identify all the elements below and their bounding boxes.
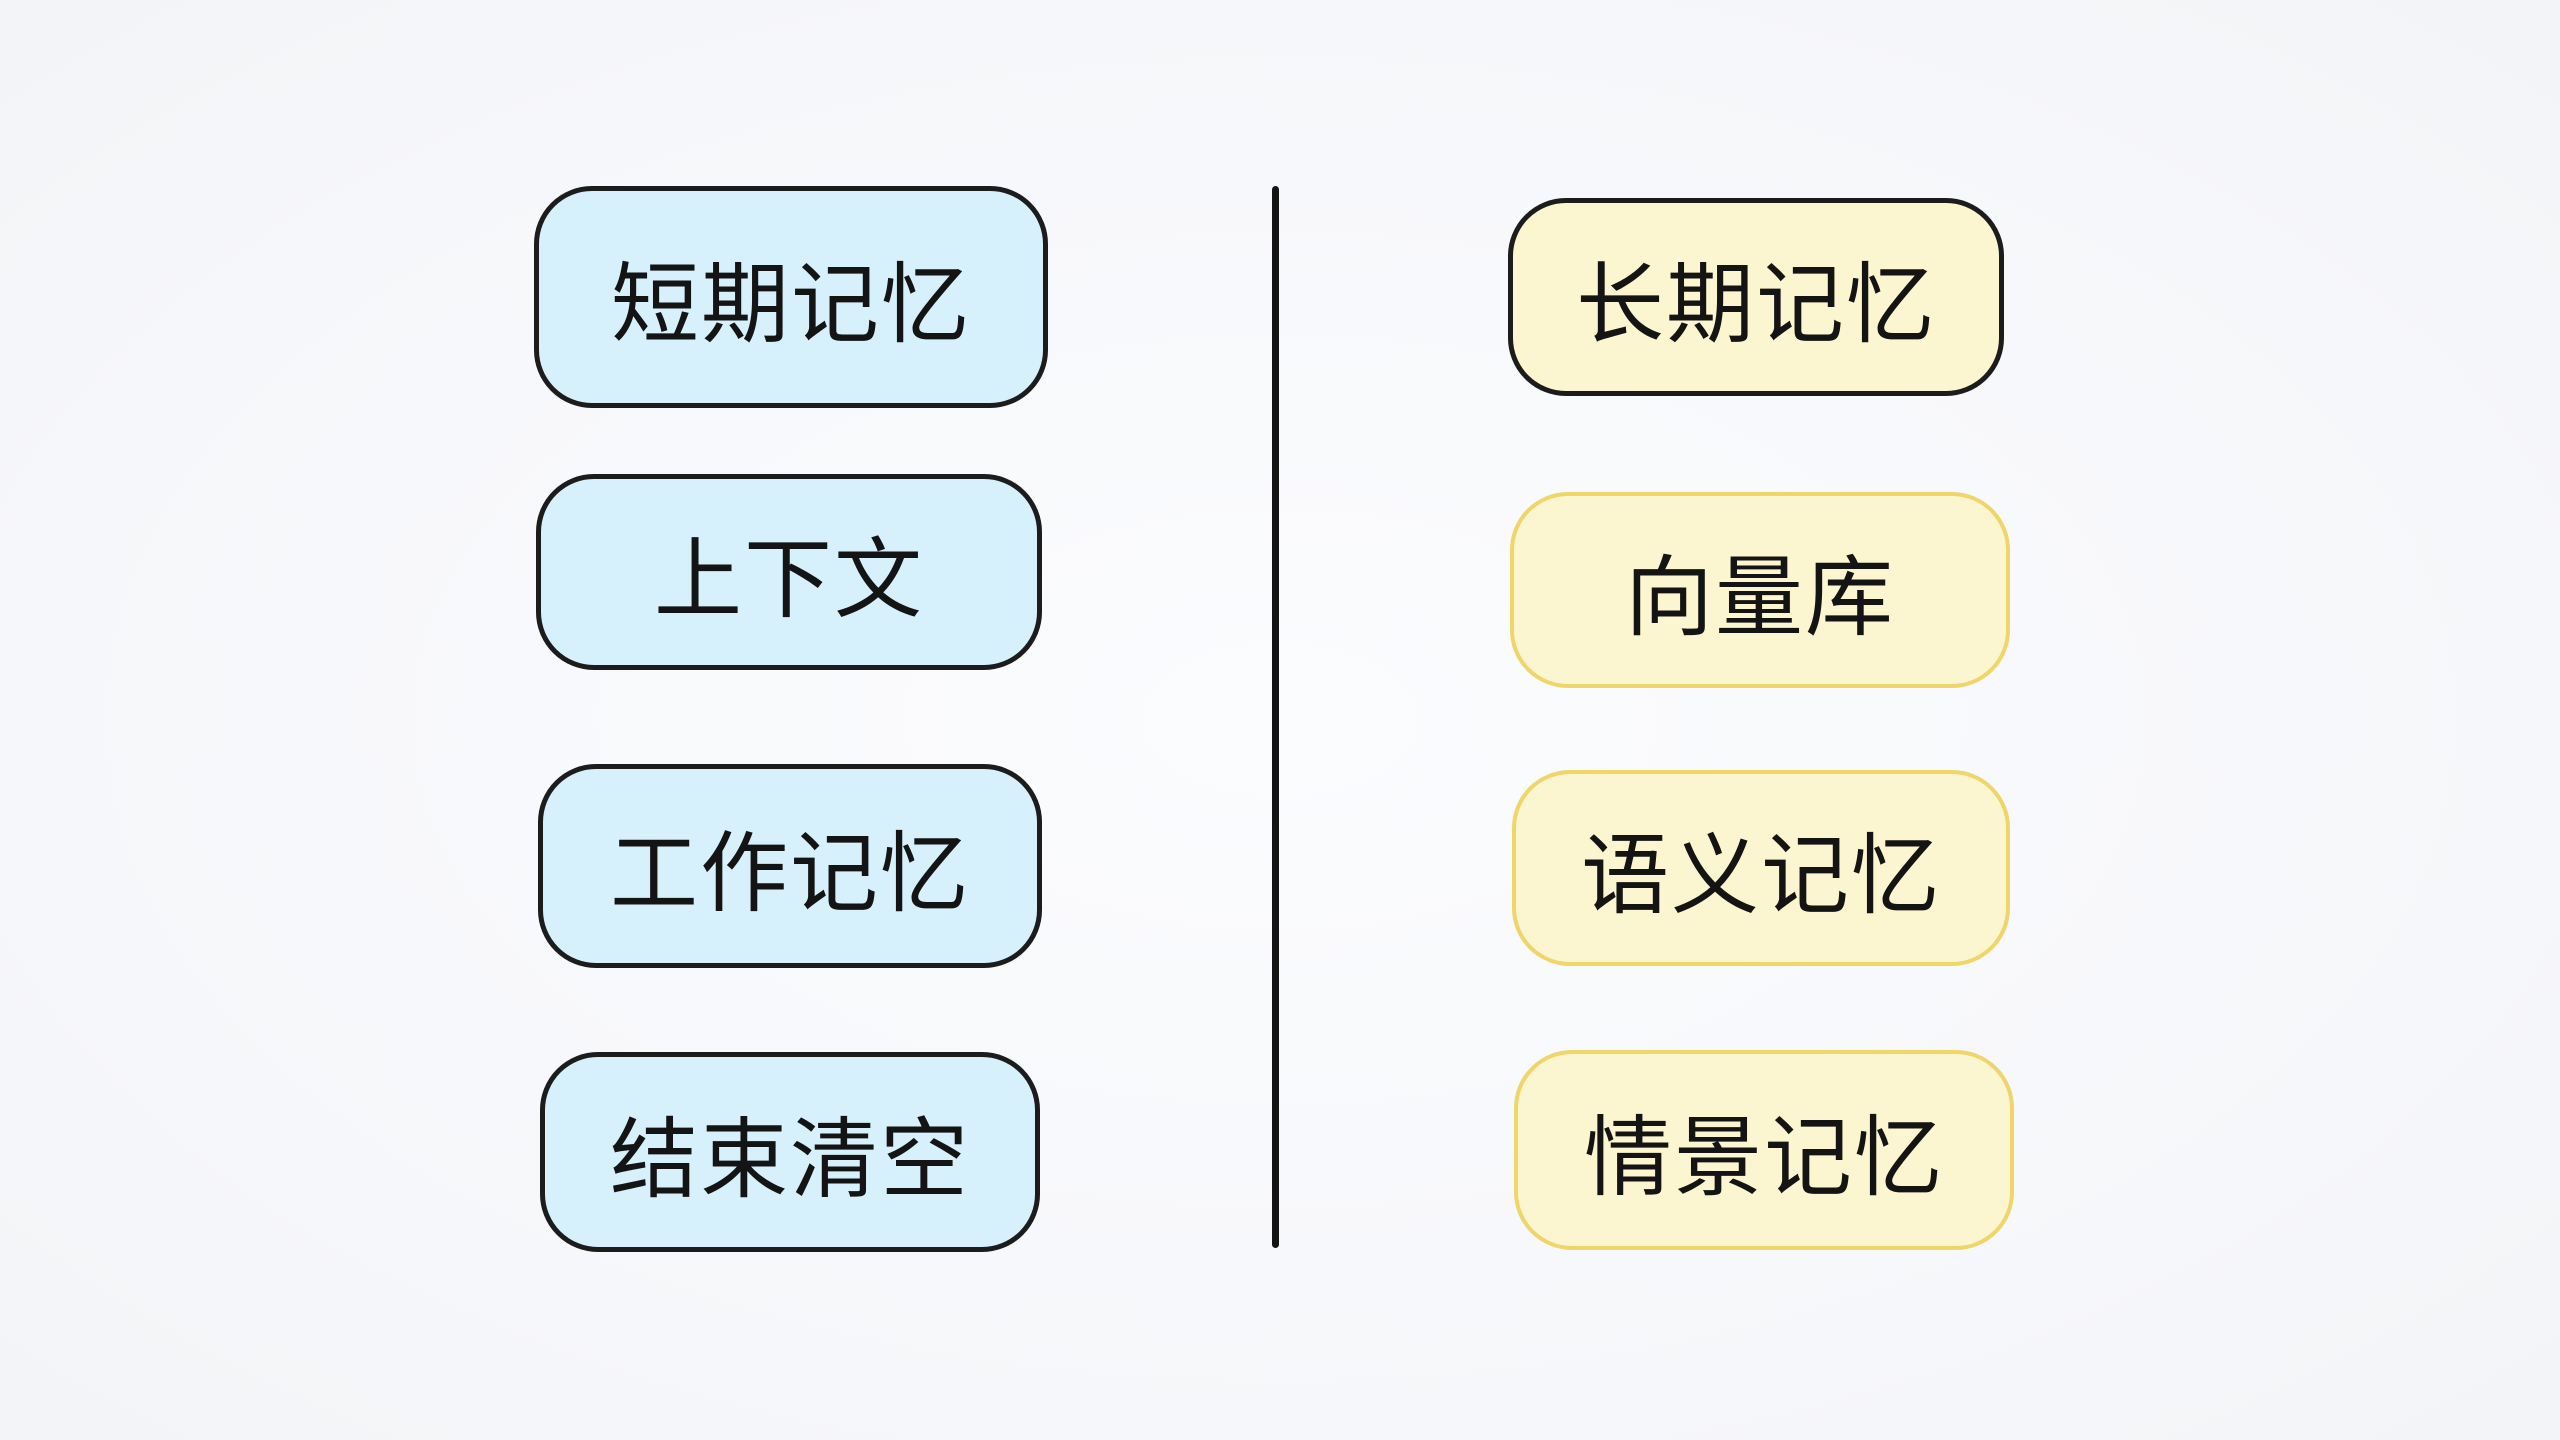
long-term-title-box: 长期记忆 xyxy=(1508,198,2004,396)
long-term-item-box: 情景记忆 xyxy=(1514,1050,2014,1250)
long-term-item-box: 语义记忆 xyxy=(1512,770,2010,966)
long-term-item-box: 向量库 xyxy=(1510,492,2010,688)
long-term-title: 长期记忆 xyxy=(1575,252,1936,356)
short-term-item-label: 结束清空 xyxy=(609,1107,970,1211)
short-term-item-box: 结束清空 xyxy=(540,1052,1040,1252)
short-term-item-box: 上下文 xyxy=(536,474,1042,670)
long-term-item-label: 向量库 xyxy=(1624,545,1895,649)
short-term-title: 短期记忆 xyxy=(610,252,971,356)
long-term-item-label: 情景记忆 xyxy=(1583,1105,1944,1209)
long-term-item-label: 语义记忆 xyxy=(1580,823,1941,927)
short-term-item-label: 工作记忆 xyxy=(609,821,970,925)
short-term-title-box: 短期记忆 xyxy=(534,186,1048,408)
center-divider xyxy=(1272,186,1279,1248)
short-term-item-label: 上下文 xyxy=(653,527,924,631)
short-term-item-box: 工作记忆 xyxy=(538,764,1042,968)
